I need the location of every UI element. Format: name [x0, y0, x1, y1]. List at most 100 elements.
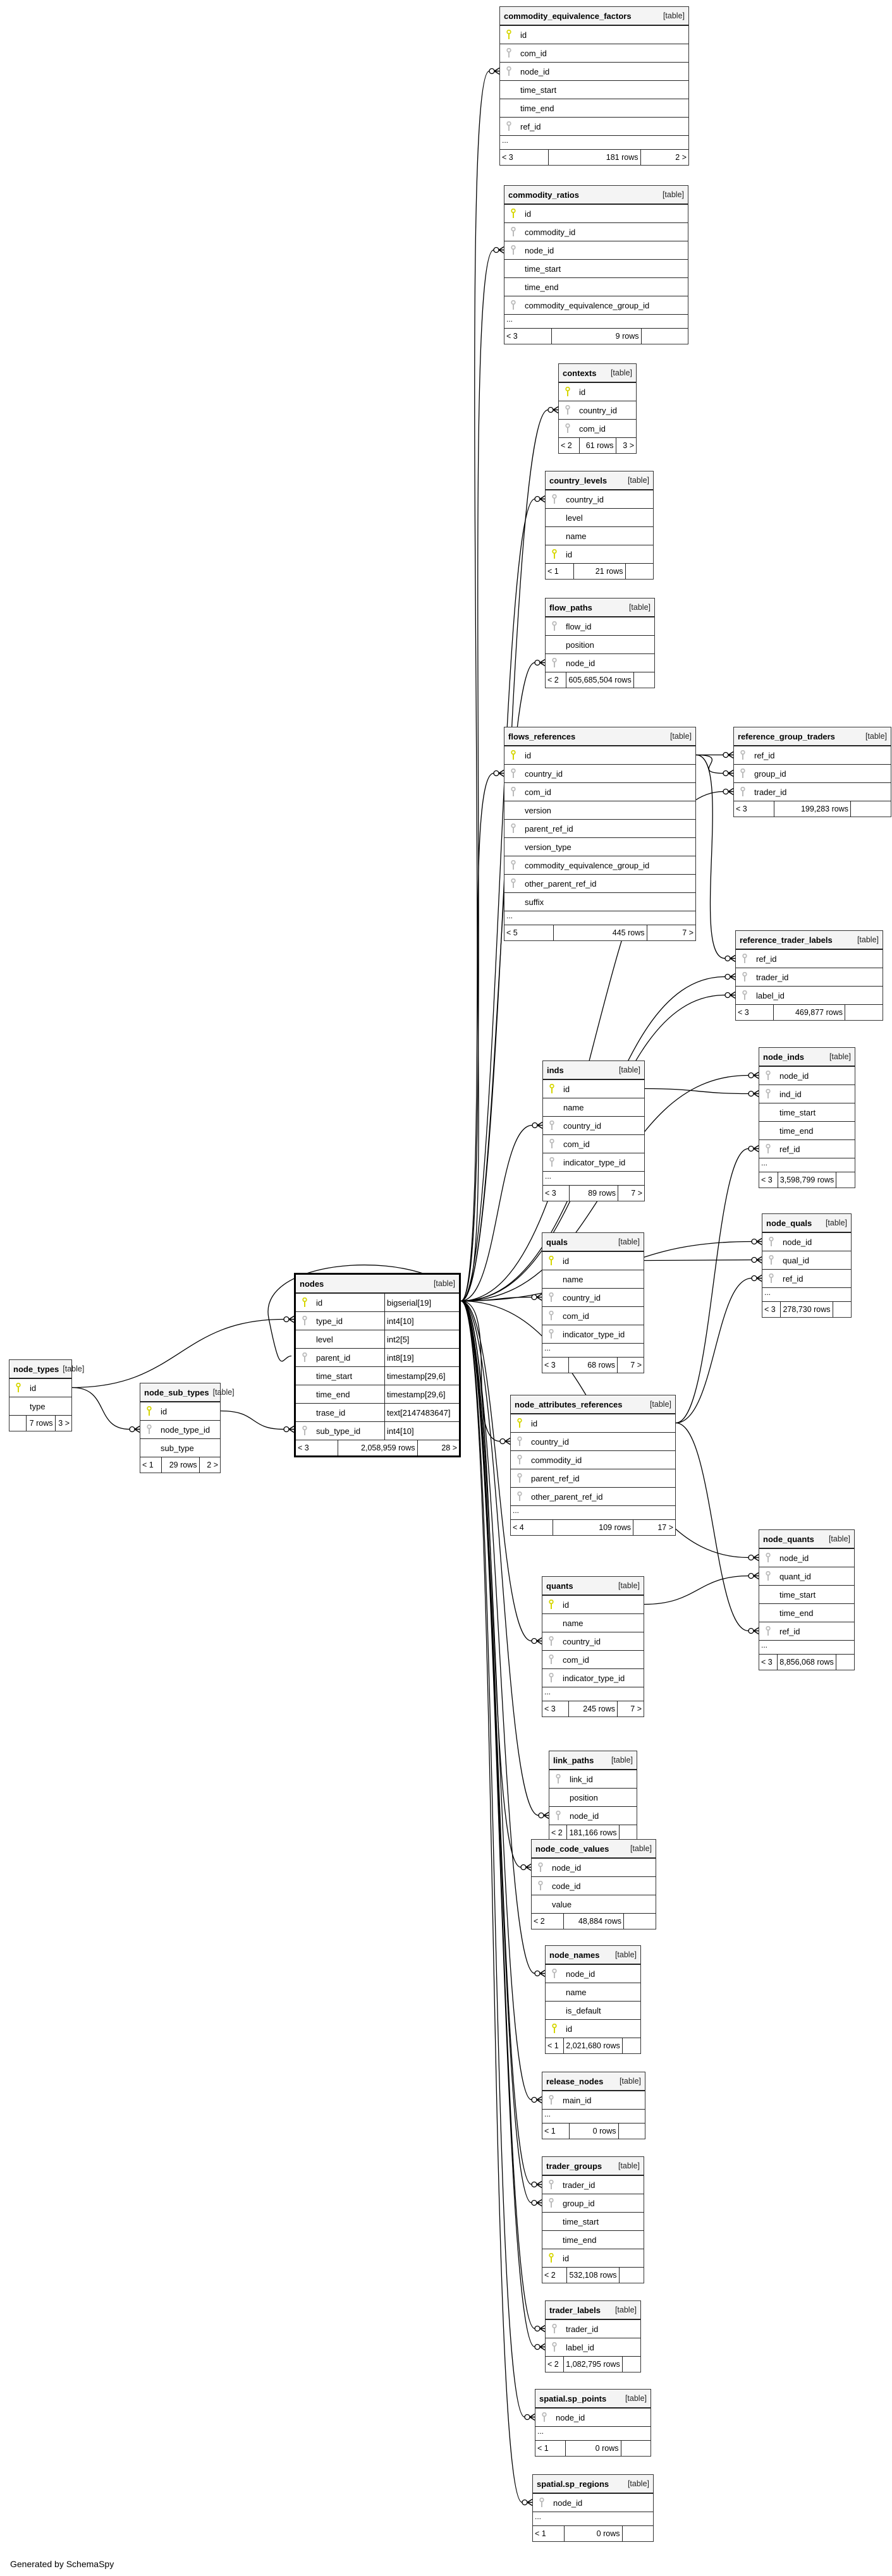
column-row[interactable]: time_end — [542, 2231, 644, 2249]
column-row[interactable]: name — [542, 1270, 644, 1289]
column-row[interactable]: level — [546, 509, 653, 527]
column-row[interactable]: version_type — [504, 838, 695, 856]
column-row[interactable]: node_id — [504, 241, 688, 260]
column-row[interactable]: id — [504, 746, 695, 765]
column-row[interactable]: time_start — [759, 1103, 855, 1122]
column-row[interactable]: code_id — [532, 1877, 656, 1895]
parents-link[interactable]: < 5 — [506, 928, 518, 937]
parents-link[interactable]: < 1 — [547, 567, 559, 576]
column-row[interactable]: node_id — [500, 63, 688, 81]
column-row[interactable]: time_end — [759, 1122, 855, 1140]
parents-link[interactable]: < 3 — [761, 1658, 773, 1667]
column-row[interactable]: type — [9, 1397, 71, 1416]
column-row[interactable]: indicator_type_id — [543, 1153, 644, 1172]
children-link[interactable] — [634, 672, 654, 688]
column-row[interactable]: name — [546, 527, 653, 545]
column-row[interactable]: node_id — [535, 2409, 651, 2427]
column-row[interactable]: group_id — [542, 2194, 644, 2213]
column-row[interactable]: group_id — [734, 765, 891, 783]
children-link[interactable] — [621, 2441, 651, 2456]
column-row[interactable]: id — [140, 1402, 220, 1421]
children-link[interactable] — [851, 801, 891, 817]
column-row[interactable]: indicator_type_id — [542, 1669, 644, 1687]
column-row[interactable]: com_id — [543, 1135, 644, 1153]
children-link[interactable] — [642, 329, 688, 344]
column-row[interactable]: trader_id — [736, 968, 883, 987]
children-link[interactable] — [845, 1005, 883, 1020]
column-row[interactable]: country_id — [559, 401, 636, 420]
parents-link[interactable]: < 4 — [513, 1523, 524, 1532]
column-row[interactable]: link_id — [549, 1770, 637, 1789]
column-row[interactable]: ref_id — [759, 1622, 854, 1641]
column-row[interactable]: id — [546, 2020, 640, 2038]
column-row[interactable]: label_id — [546, 2338, 640, 2357]
parents-link[interactable]: < 2 — [551, 1828, 563, 1837]
column-row[interactable]: position — [546, 636, 654, 654]
children-link[interactable]: 7 > — [630, 1704, 642, 1713]
column-row[interactable]: node_id — [549, 1807, 637, 1825]
parents-link[interactable]: < 1 — [544, 2127, 556, 2136]
column-row[interactable]: ref_id — [759, 1140, 855, 1158]
column-row[interactable]: name — [546, 1983, 640, 2002]
column-row[interactable]: node_id — [546, 654, 654, 672]
column-row[interactable]: sub_type — [140, 1439, 220, 1457]
parents-link[interactable]: < 3 — [544, 1361, 556, 1370]
column-row[interactable]: time_start — [759, 1586, 854, 1604]
column-row[interactable]: id — [542, 1596, 644, 1614]
column-row[interactable]: country_id — [542, 1289, 644, 1307]
column-row[interactable]: country_id — [543, 1117, 644, 1135]
children-link[interactable] — [623, 2526, 654, 2541]
column-row[interactable]: id — [500, 26, 688, 44]
column-row[interactable]: country_id — [546, 490, 653, 509]
column-row[interactable]: name — [543, 1098, 644, 1117]
column-row[interactable]: node_id — [759, 1067, 855, 1085]
column-row[interactable]: commodity_id — [504, 223, 688, 241]
children-link[interactable] — [626, 564, 654, 579]
parents-link[interactable]: < 3 — [736, 805, 747, 813]
column-row[interactable]: id — [542, 1252, 644, 1270]
parents-link[interactable]: < 1 — [547, 2041, 559, 2050]
column-row[interactable]: com_id — [542, 1307, 644, 1325]
column-row[interactable]: commodity_equivalence_group_id — [504, 296, 688, 315]
parents-link[interactable]: < 1 — [537, 2444, 549, 2453]
parents-link[interactable]: < 3 — [764, 1305, 776, 1314]
children-link[interactable]: 3 > — [58, 1419, 70, 1428]
column-row[interactable]: country_id — [511, 1433, 675, 1451]
column-row[interactable]: indicator_type_id — [542, 1325, 644, 1344]
column-row[interactable]: commodity_equivalence_group_id — [504, 856, 695, 875]
column-row[interactable]: trader_id — [546, 2320, 640, 2338]
column-row[interactable]: time_start — [542, 2213, 644, 2231]
column-row[interactable]: value — [532, 1895, 656, 1914]
children-link[interactable] — [833, 1302, 851, 1317]
column-row[interactable]: ref_id — [762, 1270, 851, 1288]
column-row[interactable]: time_end — [759, 1604, 854, 1622]
column-row[interactable]: flow_id — [546, 617, 654, 636]
column-row[interactable]: trader_id — [542, 2176, 644, 2194]
column-row[interactable]: com_id — [500, 44, 688, 63]
column-row[interactable]: parent_ref_id — [504, 820, 695, 838]
column-row[interactable]: ref_id — [734, 746, 891, 765]
parents-link[interactable]: < 3 — [502, 153, 513, 162]
column-row[interactable]: id — [543, 1080, 644, 1098]
